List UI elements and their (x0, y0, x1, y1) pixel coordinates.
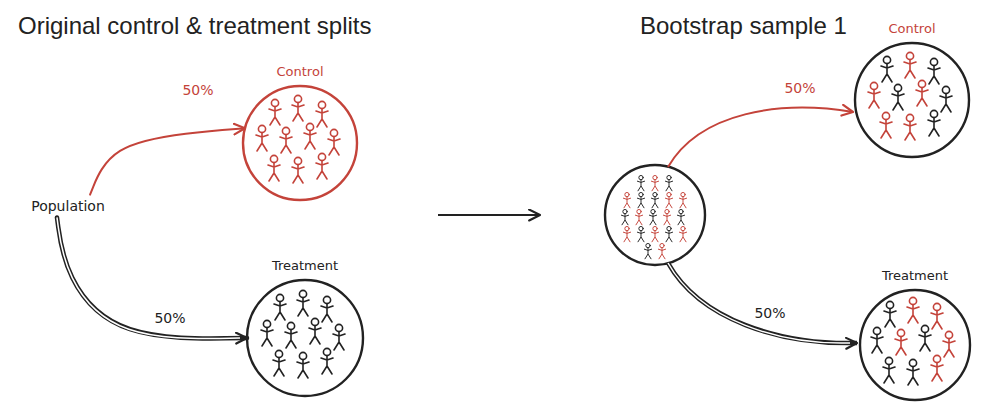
split-percent: 50% (151, 310, 188, 327)
stick-figure (268, 155, 280, 181)
stick-figure (907, 359, 919, 385)
connector-group (57, 217, 247, 338)
stick-figure (644, 243, 651, 258)
split-percent: 50% (751, 305, 788, 322)
group-circle: Treatment (858, 268, 972, 402)
circle-outline (860, 290, 970, 400)
circle-outline (241, 84, 359, 202)
stick-figure (333, 324, 345, 350)
connector-group (90, 128, 245, 194)
stick-figure (621, 209, 628, 224)
stick-figure (679, 192, 686, 207)
circle-outline (858, 288, 972, 402)
stick-figure (904, 114, 916, 140)
stick-figure (274, 294, 286, 320)
stick-figure (635, 209, 642, 224)
stick-figure (883, 357, 895, 383)
group-circle: Treatment (245, 258, 365, 398)
stick-figure (884, 301, 896, 327)
stick-figure (623, 192, 630, 207)
stick-figure (880, 112, 892, 138)
double-line-gap (668, 263, 850, 343)
stick-figure (679, 226, 686, 241)
stick-figure (665, 175, 672, 190)
population-label: Population (28, 198, 108, 215)
node-label: Control (889, 21, 936, 37)
stick-figure (919, 325, 931, 351)
circle-outline (243, 86, 357, 200)
stick-figure (321, 296, 333, 322)
group-circle: Control (853, 21, 971, 159)
node-label: Control (277, 64, 324, 80)
panel-heading: Bootstrap sample 1 (640, 12, 847, 41)
split-arrow (668, 263, 857, 343)
node-label: Population (31, 198, 105, 215)
stick-figure (658, 243, 665, 258)
stick-figure (663, 209, 670, 224)
stick-figure (895, 329, 907, 355)
panel-heading: Original control & treatment splits (18, 12, 371, 41)
stick-figure (868, 82, 880, 108)
stick-figure (328, 129, 340, 155)
stick-figure (904, 52, 916, 78)
stick-figure (637, 226, 644, 241)
stick-figure (637, 192, 644, 207)
split-percent: 50% (179, 82, 216, 99)
stick-figure (665, 226, 672, 241)
stick-figure (928, 110, 940, 136)
stick-figure (651, 175, 658, 190)
stick-figure (892, 84, 904, 110)
stick-figure (943, 331, 955, 357)
node-label: Treatment (882, 268, 948, 284)
stick-figure (931, 303, 943, 329)
stick-figure (273, 350, 285, 376)
stick-figure (321, 348, 333, 374)
stick-figure (651, 192, 658, 207)
split-arrow (90, 128, 245, 194)
stick-figure (637, 175, 644, 190)
split-percent: 50% (781, 80, 818, 97)
stick-figure (304, 123, 316, 149)
transition-arrow (438, 214, 540, 216)
split-arrow (668, 108, 853, 167)
stick-figure (931, 355, 943, 381)
stick-figure (269, 99, 281, 125)
stick-figure (916, 80, 928, 106)
stick-figure (297, 290, 309, 316)
stick-figure (928, 58, 940, 84)
stick-figure (292, 95, 304, 121)
circle-outline (855, 43, 969, 157)
stick-figure (261, 320, 273, 346)
stick-figure (292, 157, 304, 183)
stick-figure (256, 125, 268, 151)
population-circle (605, 165, 705, 265)
split-arrow (57, 217, 247, 338)
group-circle: Control (241, 64, 359, 202)
stick-figure (285, 322, 297, 348)
stick-figure (881, 56, 893, 82)
stick-figure (940, 86, 952, 112)
stick-figure (316, 101, 328, 127)
stick-figure (280, 127, 292, 153)
stick-figure (871, 327, 883, 353)
stick-figure (907, 297, 919, 323)
double-line-gap (57, 217, 240, 338)
stick-figure (649, 209, 656, 224)
stick-figure (297, 352, 309, 378)
stick-figure (651, 226, 658, 241)
node-label: Treatment (272, 258, 338, 274)
stick-figure (623, 226, 630, 241)
stick-figure (309, 318, 321, 344)
circle-outline (853, 41, 971, 159)
stick-figure (665, 192, 672, 207)
circle-outline (245, 278, 365, 398)
stick-figure (677, 209, 684, 224)
circle-outline (247, 280, 363, 396)
stick-figure (316, 153, 328, 179)
